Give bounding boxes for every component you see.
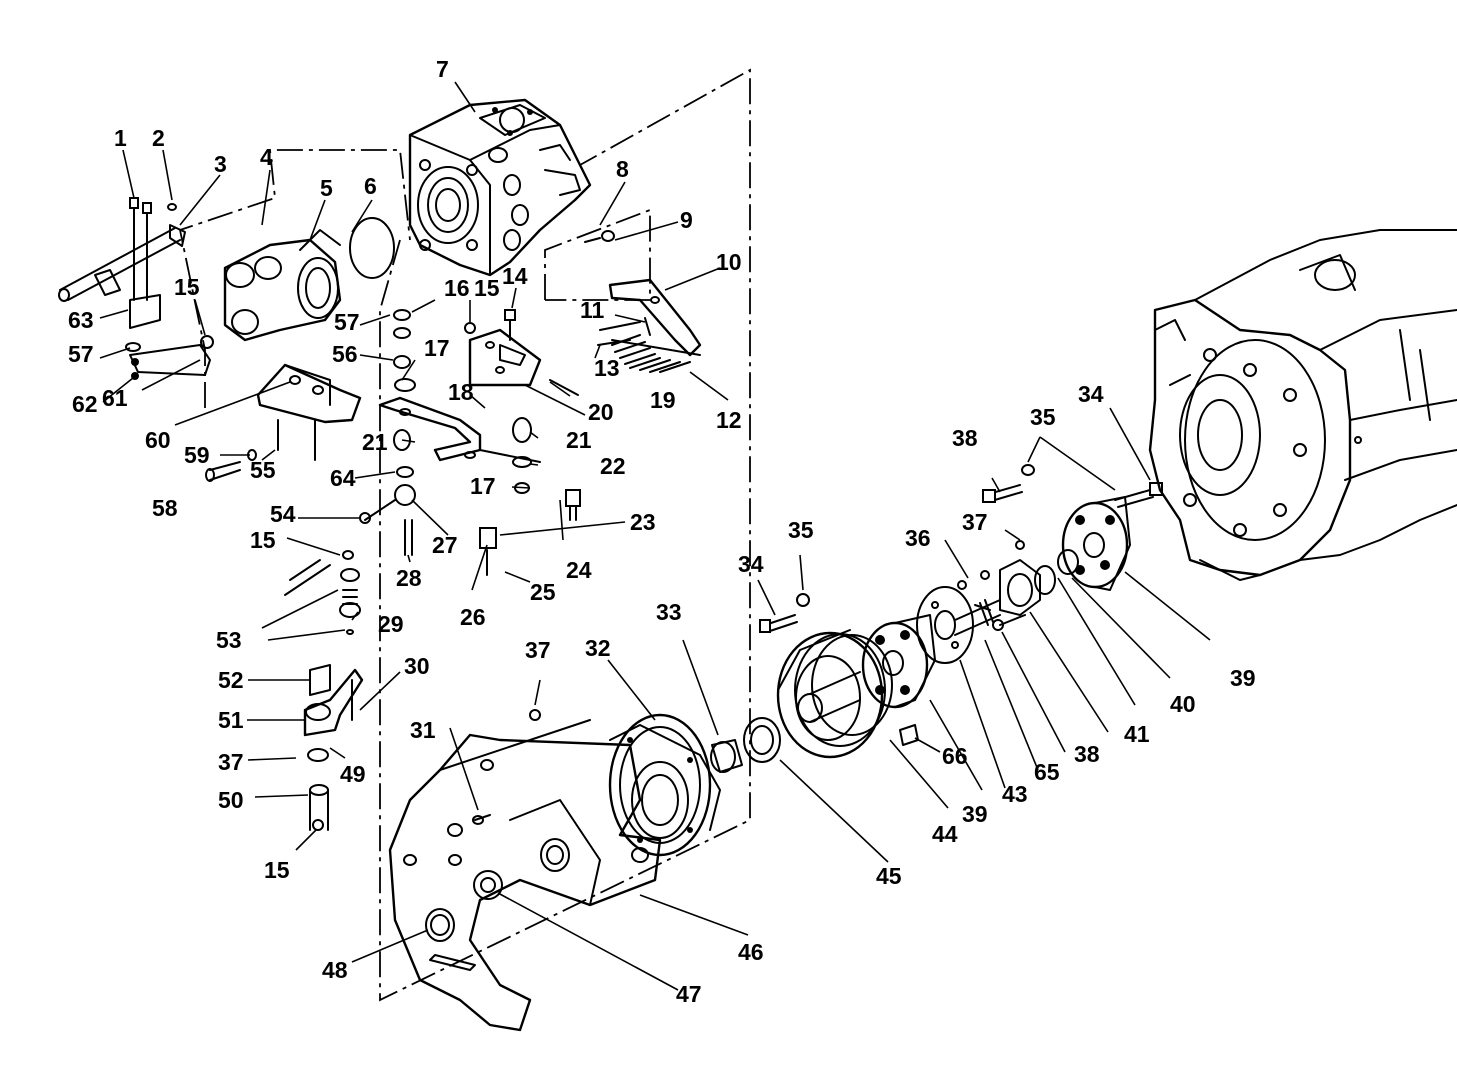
leader-lines	[99, 81, 1211, 991]
callout-8: 8	[616, 156, 629, 182]
callout-35-left: 35	[788, 517, 814, 543]
callout-5: 5	[320, 175, 333, 201]
callout-4: 4	[260, 144, 273, 170]
callout-12: 12	[716, 407, 742, 433]
callout-63: 63	[68, 307, 94, 333]
callout-21-left: 21	[362, 429, 388, 455]
drive-pulley	[776, 629, 893, 759]
callout-57-left: 57	[68, 341, 94, 367]
mounting-bracket	[205, 363, 362, 482]
engine-block	[1148, 229, 1457, 581]
callout-32: 32	[585, 635, 611, 661]
linkage-parts	[359, 309, 581, 576]
callout-22: 22	[600, 453, 626, 479]
mounting-plate	[388, 709, 662, 1032]
callout-64: 64	[330, 465, 356, 491]
callout-14: 14	[502, 263, 528, 289]
callout-38-lower: 38	[1074, 741, 1100, 767]
callout-44: 44	[932, 821, 958, 847]
pump-housing	[408, 98, 592, 277]
callout-19: 19	[650, 387, 676, 413]
callout-15-upper-right: 15	[474, 275, 500, 301]
callout-48: 48	[322, 957, 348, 983]
callout-37-right: 37	[962, 509, 988, 535]
callout-9: 9	[680, 207, 693, 233]
callout-33: 33	[656, 599, 682, 625]
callout-35-right: 35	[1030, 404, 1056, 430]
callout-65: 65	[1034, 759, 1060, 785]
callout-49: 49	[340, 761, 366, 787]
callout-55: 55	[250, 457, 276, 483]
coupler-assembly	[861, 496, 1131, 746]
pivot-stack	[284, 550, 364, 831]
callout-20: 20	[588, 399, 614, 425]
callout-56: 56	[332, 341, 358, 367]
callout-13: 13	[594, 355, 620, 381]
assembly-boundary-lines	[178, 68, 751, 1002]
callout-29: 29	[378, 611, 404, 637]
callout-25: 25	[530, 579, 556, 605]
callout-30: 30	[404, 653, 430, 679]
callout-2: 2	[152, 125, 165, 151]
callout-11: 11	[580, 297, 605, 323]
bushing-and-bearing	[710, 717, 781, 773]
callout-37-left: 37	[218, 749, 244, 775]
part-callouts: 1 2 3 4 5 6 7 8 9 10 11 12 13 14 15 15 1…	[68, 56, 1256, 1007]
callout-34-left: 34	[738, 551, 764, 577]
callout-16: 16	[444, 275, 470, 301]
spring-arm	[584, 230, 702, 373]
callout-31: 31	[410, 717, 436, 743]
callout-10: 10	[716, 249, 742, 275]
callout-23: 23	[630, 509, 656, 535]
control-shaft	[58, 197, 214, 380]
callout-46: 46	[738, 939, 764, 965]
callout-50: 50	[218, 787, 244, 813]
callout-57-center: 57	[334, 309, 360, 335]
callout-34-right: 34	[1078, 381, 1104, 407]
adapter-housing	[608, 713, 721, 857]
hydraulic-motor	[223, 217, 395, 342]
callout-38-upper: 38	[952, 425, 978, 451]
callout-15-bottom: 15	[264, 857, 290, 883]
callout-47: 47	[676, 981, 702, 1007]
callout-52: 52	[218, 667, 244, 693]
callout-1: 1	[114, 125, 127, 151]
callout-66: 66	[942, 743, 968, 769]
callout-39-center: 39	[962, 801, 988, 827]
callout-40: 40	[1170, 691, 1196, 717]
callout-15-middle: 15	[250, 527, 276, 553]
callout-60: 60	[145, 427, 171, 453]
callout-17-upper: 17	[424, 335, 450, 361]
callout-36: 36	[905, 525, 931, 551]
fastener-bolts	[759, 464, 1163, 633]
callout-53: 53	[216, 627, 242, 653]
callout-61: 61	[102, 385, 128, 411]
callout-37-center: 37	[525, 637, 551, 663]
callout-45: 45	[876, 863, 902, 889]
callout-27: 27	[432, 532, 458, 558]
callout-6: 6	[364, 173, 377, 199]
callout-39-right: 39	[1230, 665, 1256, 691]
callout-54: 54	[270, 501, 296, 527]
callout-3: 3	[214, 151, 227, 177]
callout-59: 59	[184, 442, 210, 468]
callout-43: 43	[1002, 781, 1028, 807]
callout-7: 7	[436, 56, 449, 82]
callout-17-lower: 17	[470, 473, 496, 499]
callout-51: 51	[218, 707, 244, 733]
callout-41: 41	[1124, 721, 1150, 747]
callout-26: 26	[460, 604, 486, 630]
callout-28: 28	[396, 565, 422, 591]
callout-18: 18	[448, 379, 474, 405]
callout-62: 62	[72, 391, 98, 417]
callout-15-upper-left: 15	[174, 274, 200, 300]
callout-58: 58	[152, 495, 178, 521]
callout-21-right: 21	[566, 427, 592, 453]
callout-24: 24	[566, 557, 592, 583]
